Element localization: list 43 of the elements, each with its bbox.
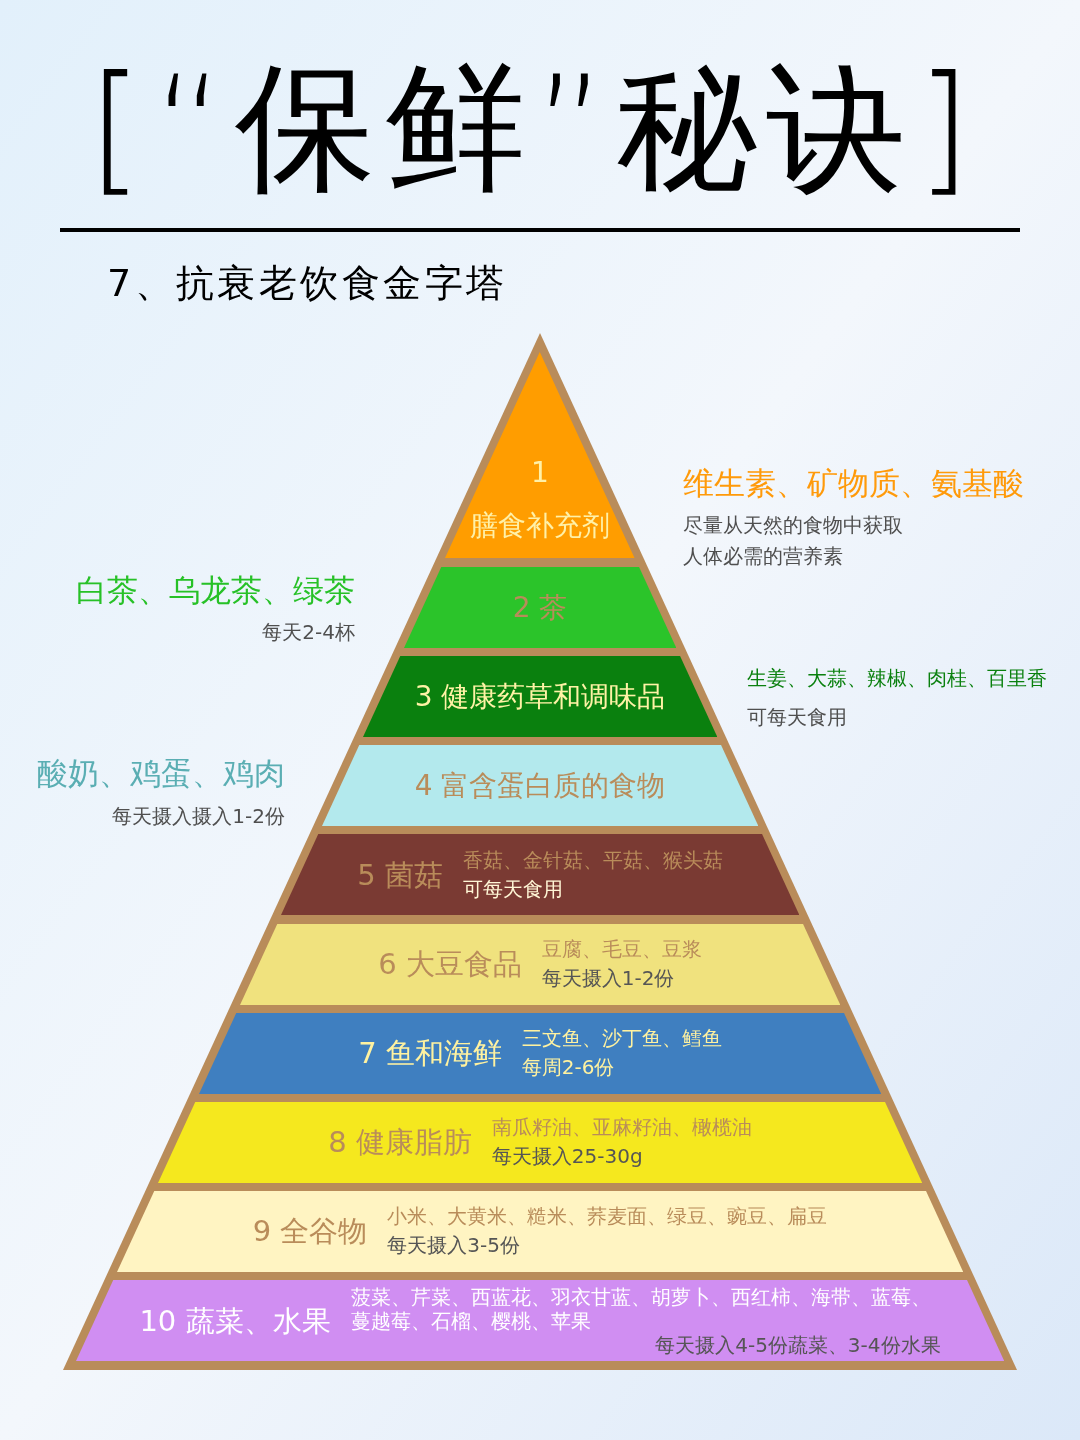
serving-note: 每天2-4杯: [262, 619, 355, 646]
pyramid-tier: [445, 352, 635, 558]
pyramid-tier: [75, 1280, 1005, 1361]
pyramid-tier: [403, 567, 677, 648]
advice-note: 尽量从天然的食物中获取人体必需的营养素: [683, 512, 904, 570]
serving-note: 每天摄入3-5份: [387, 1232, 521, 1260]
pyramid-tier: [157, 1101, 923, 1183]
serving-note: 每天摄入25-30g: [491, 1143, 644, 1171]
tier-title: 8 健康脂肪: [328, 1124, 472, 1161]
food-list: 豆腐、毛豆、豆浆: [541, 935, 702, 964]
food-list: 三文鱼、沙丁鱼、鳕鱼: [521, 1024, 722, 1054]
serving-note: 可每天食用: [747, 704, 847, 731]
tier-title: 膳食补充剂: [470, 508, 610, 544]
serving-note: 每天摄入4-5份蔬菜、3-4份水果: [655, 1332, 941, 1357]
tier-title: 2 茶: [512, 589, 568, 626]
food-heading: 生姜、大蒜、辣椒、肉桂、百里香: [747, 665, 1047, 692]
tier-title: 5 菌菇: [357, 856, 443, 893]
tier-title: 4 富含蛋白质的食物: [414, 767, 666, 804]
pyramid-tier: [116, 1190, 964, 1272]
pyramid-tier: [321, 745, 759, 827]
tier-title: 6 大豆食品: [378, 946, 522, 982]
serving-note: 每周2-6份: [521, 1054, 616, 1082]
food-heading: 酸奶、鸡蛋、鸡肉: [37, 754, 285, 793]
nutrient-heading: 维生素、矿物质、氨基酸: [683, 464, 1024, 503]
food-list: 小米、大黄米、糙米、荞麦面、绿豆、豌豆、扁豆: [387, 1202, 828, 1232]
food-list: 菠菜、芹菜、西蓝花、羽衣甘蓝、胡萝卜、西红柿、海带、蓝莓、蔓越莓、石榴、樱桃、苹果: [350, 1284, 941, 1333]
tier-title: 3 健康药草和调味品: [414, 678, 666, 715]
tier-number: 1: [531, 455, 549, 491]
food-list: 香菇、金针菇、平菇、猴头菇: [462, 845, 723, 875]
food-heading: 白茶、乌龙茶、绿茶: [76, 571, 355, 610]
tier-title: 9 全谷物: [252, 1213, 368, 1250]
serving-note: 可每天食用: [462, 875, 564, 903]
section-heading: 7、抗衰老饮食金字塔: [107, 260, 508, 307]
tier-title: 7 鱼和海鲜: [358, 1035, 502, 1072]
serving-note: 每天摄入1-2份: [541, 965, 676, 992]
pyramid-tier: [239, 923, 841, 1005]
tier-title: 10 蔬菜、水果: [139, 1302, 331, 1339]
serving-note: 每天摄入摄入1-2份: [112, 803, 285, 830]
food-list: 南瓜籽油、亚麻籽油、橄榄油: [491, 1113, 752, 1143]
pyramid-tier: [362, 656, 718, 738]
pyramid-tier: [280, 834, 800, 916]
page-title: [“保鲜”秘诀]: [88, 48, 981, 208]
pyramid-tier: [198, 1012, 882, 1094]
